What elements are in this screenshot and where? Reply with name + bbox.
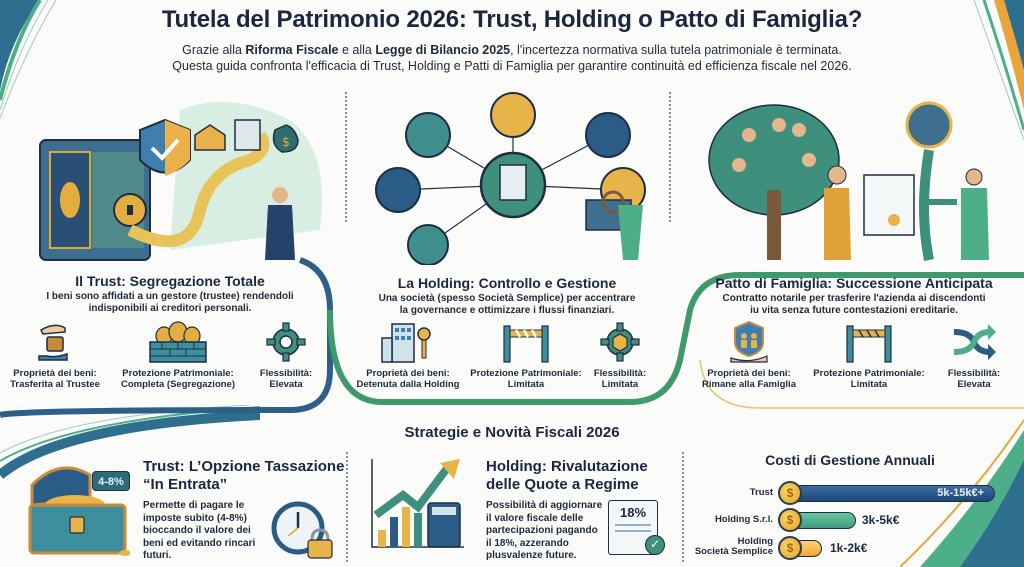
feature-patto-protection: Protezione Patrimoniale:Limitata [809, 320, 929, 390]
gear-icon [266, 322, 306, 362]
cost-value-holding-srl: 3k-5k€ [862, 513, 900, 527]
cost-value-holding-ss: 1k-2k€ [830, 541, 868, 555]
trust-strategy-title: Trust: L’Opzione Tassazione“In Entrata” [143, 458, 345, 493]
divider-top-left [345, 92, 347, 222]
panel-holding: La Holding: Controllo e Gestione Una soc… [348, 80, 666, 410]
coin-icon: $ [778, 536, 802, 560]
panel-holding-desc: Una società (spesso Società Semplice) pe… [378, 293, 636, 316]
building-key-icon [381, 323, 431, 363]
barrier-icon [503, 325, 549, 363]
panel-holding-title: La Holding: Controllo e Gestione [397, 275, 617, 291]
subtitle-line-1: Grazie alla Riforma Fiscale e alla Legge… [182, 43, 842, 57]
page-title: Tutela del Patrimonio 2026: Trust, Holdi… [161, 6, 863, 33]
panel-trust-title: Il Trust: Segregazione Totale [75, 273, 265, 289]
shuffle-arrows-icon [953, 324, 996, 360]
feature-holding-protection: Protezione Patrimoniale:Limitata [466, 320, 586, 390]
panel-patto-desc: Contratto notarile per trasferire l'azie… [722, 293, 986, 316]
growth-chart-calculator-icon [371, 459, 464, 548]
divider-bottom-right [682, 452, 684, 562]
cost-value-trust: 5k-15k€+ [937, 487, 984, 499]
gear-box-icon [600, 322, 640, 362]
holding-rate-badge: 18% [619, 505, 647, 520]
subtitle-line-2: Questa guida confronta l'efficacia di Tr… [172, 59, 852, 73]
costs-title: Costi di Gestione Annuali [765, 452, 935, 468]
clock-lock-icon [271, 501, 333, 559]
cost-bar-trust: 5k-15k€+ [790, 485, 995, 502]
panel-patto-title: Patto di Famiglia: Successione Anticipat… [715, 275, 993, 291]
holding-illustration-network [375, 92, 646, 265]
coin-icon: $ [778, 508, 802, 532]
holding-rate-document: 18% [608, 500, 658, 555]
panel-trust-desc: I beni sono affidati a un gestore (trust… [46, 291, 294, 314]
divider-bottom-left [346, 452, 348, 562]
shield-family-hand-icon [730, 320, 768, 363]
cost-row-trust: Trust 5k-15k€+ $ [690, 481, 1020, 505]
feature-trust-flexibility: Flessibilità:Elevata [246, 320, 326, 390]
barrier-icon [846, 325, 892, 363]
panel-patto-famiglia: Patto di Famiglia: Successione Anticipat… [684, 80, 1024, 410]
trust-illustration-safe: $ [39, 102, 322, 261]
cost-row-holding-srl: Holding S.r.l. $ 3k-5k€ [690, 508, 1020, 532]
patto-illustration-tree [708, 101, 989, 261]
page-subtitle: Grazie alla Riforma Fiscale e alla Legge… [0, 42, 1024, 74]
checkmark-badge-icon: ✓ [645, 535, 665, 555]
strategies-section-title: Strategie e Novità Fiscali 2026 [404, 424, 620, 441]
coin-icon: $ [778, 481, 802, 505]
cost-label-trust: Trust [749, 487, 773, 498]
feature-holding-flexibility: Flessibilità:Limitata [580, 320, 660, 390]
feature-patto-flexibility: Flessibilità:Elevata [934, 320, 1014, 390]
svg-text:$: $ [282, 135, 290, 149]
feature-holding-ownership: Proprietà dei beni:Detenuta dalla Holdin… [348, 320, 468, 390]
cost-label-holding-srl: Holding S.r.l. [714, 514, 773, 525]
trust-rate-badge: 4-8% [92, 471, 130, 491]
feature-trust-protection: Protezione Patrimoniale:Completa (Segreg… [118, 320, 238, 390]
feature-patto-ownership: Proprietà dei beni:Rimane alla Famiglia [694, 320, 804, 390]
divider-top-right [669, 92, 671, 222]
feature-trust-ownership: Proprietà dei beni:Trasferita al Trustee [0, 320, 110, 390]
hands-chest-icon [38, 324, 68, 361]
panel-trust: $ Il Trust: Segregazione Totale I beni s… [0, 80, 340, 410]
moneybags-wall-icon [149, 321, 207, 363]
